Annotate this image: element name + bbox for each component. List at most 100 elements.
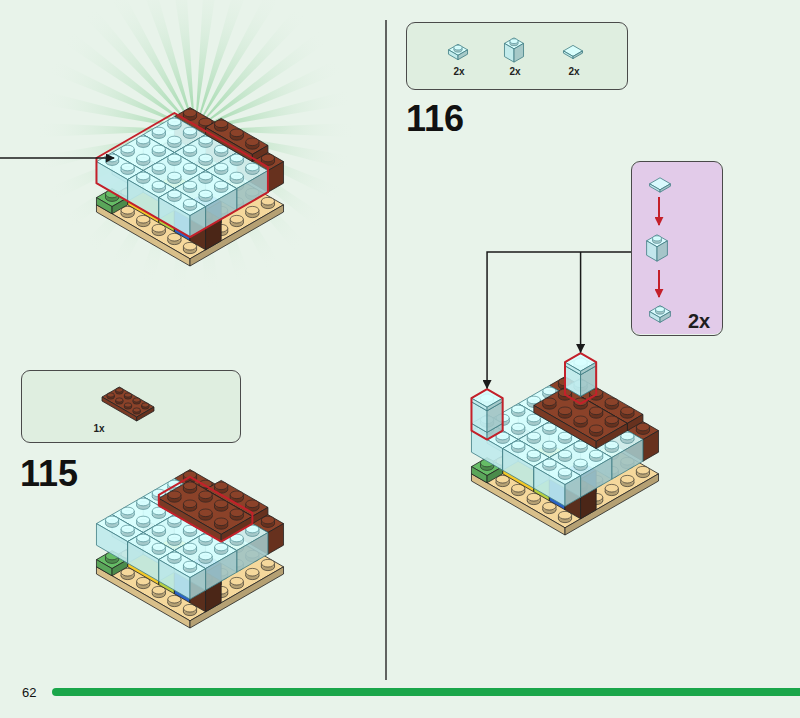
stud-top — [183, 127, 196, 135]
brick-front — [647, 241, 657, 261]
stud-top — [116, 388, 123, 392]
sun-ray — [195, 88, 358, 130]
stud-top — [527, 432, 540, 440]
stud-top — [590, 450, 603, 458]
brick-side — [514, 43, 524, 62]
stud-top — [605, 416, 618, 424]
stud-top — [121, 507, 134, 515]
model-step-114 — [96, 108, 283, 266]
brick-front — [563, 51, 573, 59]
assembly-callout: 2x — [631, 161, 723, 336]
stud-top — [168, 534, 181, 542]
brick-top — [96, 513, 283, 621]
stud-top — [137, 154, 150, 162]
brick-side — [660, 184, 670, 192]
stud-top — [215, 181, 228, 189]
stud-top — [124, 393, 131, 397]
stud-top — [137, 534, 150, 542]
stud-top — [183, 145, 196, 153]
stud-top — [183, 199, 196, 207]
stud-top — [107, 393, 114, 397]
stud-top — [454, 45, 462, 50]
part-count: 2x — [453, 67, 464, 77]
parts-panel: 1x — [21, 370, 241, 443]
stud-top — [261, 197, 274, 205]
brick-front — [102, 397, 137, 421]
stud-top — [183, 163, 196, 171]
stud-top — [105, 516, 118, 524]
stud-top — [152, 145, 165, 153]
stud-top — [142, 403, 149, 407]
callout-tile — [650, 178, 671, 192]
model-step-115 — [96, 470, 283, 628]
stud-top — [183, 561, 196, 569]
stud-top — [246, 500, 259, 508]
stud-top — [574, 416, 587, 424]
parts-panel: 2x2x2x — [406, 22, 628, 90]
stud-top — [152, 181, 165, 189]
stud-top — [183, 482, 196, 490]
stud-top — [215, 500, 228, 508]
stud-top — [246, 568, 259, 576]
brick-front — [565, 362, 581, 375]
brick-side — [190, 569, 206, 600]
stud-top — [152, 163, 165, 171]
stud-top — [215, 482, 228, 490]
stud-top — [168, 491, 181, 499]
stud-top — [133, 408, 140, 412]
stud-top — [183, 109, 196, 117]
stud-top — [512, 423, 525, 431]
sun-ray — [195, 56, 349, 130]
stud-top — [152, 127, 165, 135]
stud-top — [168, 136, 181, 144]
brick-side — [190, 567, 284, 628]
sunburst — [30, 0, 360, 295]
stud-top — [512, 441, 525, 449]
stud-top — [590, 407, 603, 415]
stud-top — [183, 181, 196, 189]
stud-top — [152, 543, 165, 551]
part-plate-1x1 — [448, 44, 467, 59]
brick-front — [504, 43, 514, 62]
part-count: 2x — [688, 311, 710, 331]
stud-top — [199, 552, 212, 560]
stud-top — [199, 172, 212, 180]
brick-top — [96, 151, 283, 259]
callout-plate — [650, 306, 671, 323]
stud-top — [527, 450, 540, 458]
stud-top — [152, 525, 165, 533]
step-number: 116 — [406, 101, 464, 137]
stud-top — [230, 509, 243, 517]
new-part-outline — [565, 353, 596, 403]
stud-top — [656, 307, 665, 312]
part-plate-2x4 — [102, 387, 154, 421]
brick-front — [471, 398, 487, 411]
part-count: 2x — [509, 67, 520, 77]
stud-top — [121, 145, 134, 153]
stud-top — [116, 398, 123, 402]
part-brick-1x1 — [504, 38, 523, 62]
stud-top — [590, 425, 603, 433]
new-part-outline — [96, 113, 267, 237]
stud-top — [621, 475, 634, 483]
page-bar — [52, 688, 800, 696]
brick-side — [487, 398, 503, 411]
stud-top — [168, 118, 181, 126]
stud-top — [168, 190, 181, 198]
stud-top — [230, 577, 243, 585]
panel-fill — [632, 162, 722, 334]
stud-top — [230, 172, 243, 180]
brick-side — [573, 51, 583, 59]
brick-side — [581, 362, 597, 375]
brick-side — [268, 524, 284, 555]
stud-top — [121, 525, 134, 533]
brick-top — [471, 420, 658, 528]
stud-top — [137, 498, 150, 506]
stud-top — [543, 441, 556, 449]
stud-top — [230, 215, 243, 223]
stud-top — [168, 172, 181, 180]
stud-top — [558, 407, 571, 415]
stud-top — [137, 172, 150, 180]
